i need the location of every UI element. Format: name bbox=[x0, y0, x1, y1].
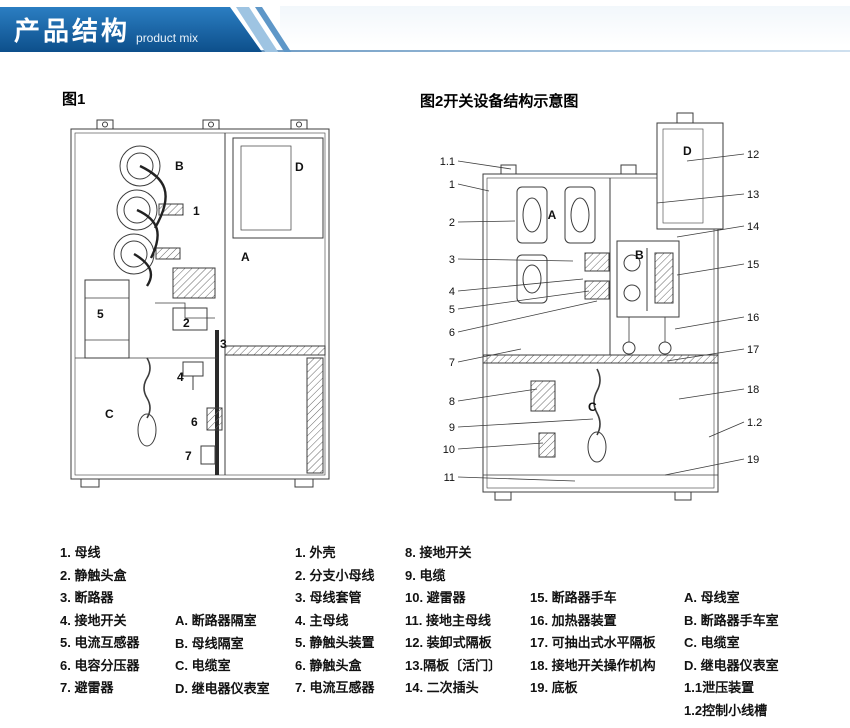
legend-item: 17. 可抽出式水平隔板 bbox=[530, 635, 656, 650]
legend-item: 1. 母线 bbox=[60, 545, 101, 560]
figure1-title: 图1 bbox=[62, 91, 86, 108]
fig2-callout-19: 19 bbox=[747, 454, 759, 466]
fig2-callout-3: 3 bbox=[449, 254, 455, 266]
fig2-callout-18: 18 bbox=[747, 384, 759, 396]
fig2-callout-16: 16 bbox=[747, 312, 759, 324]
legend-item: 7. 避雷器 bbox=[60, 680, 114, 695]
fig2-callout-4: 4 bbox=[449, 286, 455, 298]
legend-item: B. 母线隔室 bbox=[175, 635, 244, 651]
page-subtitle: product mix bbox=[136, 30, 199, 45]
legend-item: 4. 接地开关 bbox=[60, 612, 127, 628]
legend-item: 19. 底板 bbox=[530, 680, 578, 695]
fig1-label-B: B bbox=[175, 159, 184, 173]
fig2-callout-14: 14 bbox=[747, 221, 759, 233]
fig2-callout-1-2: 1.2 bbox=[747, 417, 762, 429]
fig1-label-6: 6 bbox=[191, 415, 198, 429]
fig2-callout-10: 10 bbox=[443, 444, 455, 456]
legend-item: 2. 分支小母线 bbox=[295, 567, 375, 583]
legend-item: 18. 接地开关操作机构 bbox=[530, 657, 656, 673]
header-banner: 产品结构 product mix bbox=[0, 7, 262, 52]
legend-item: 15. 断路器手车 bbox=[530, 590, 617, 605]
fig1-label-D: D bbox=[295, 160, 304, 174]
fig2-callout-1: 1 bbox=[449, 179, 455, 191]
legend-item: 11. 接地主母线 bbox=[405, 612, 491, 628]
legend-item: B. 断路器手车室 bbox=[684, 612, 779, 628]
legend-item: 10. 避雷器 bbox=[405, 590, 466, 605]
legend-column-fig2-8to14: 8. 接地开关 9. 电缆 10. 避雷器 11. 接地主母线 12. 装卸式隔… bbox=[405, 542, 501, 700]
legend-item: 16. 加热器装置 bbox=[530, 612, 617, 628]
fig2-callout-2: 2 bbox=[449, 217, 455, 229]
fig1-label-C: C bbox=[105, 407, 114, 421]
fig2-callout-12: 12 bbox=[747, 149, 759, 161]
legend-item: 1.1泄压装置 bbox=[684, 680, 755, 695]
fig1-label-7: 7 bbox=[185, 449, 192, 463]
legend-item: 2. 静触头盒 bbox=[60, 567, 127, 583]
legend-item: 4. 主母线 bbox=[295, 612, 349, 628]
fig2-callout-17: 17 bbox=[747, 344, 759, 356]
legend-item: 14. 二次插头 bbox=[405, 680, 479, 695]
fig2-callout-11: 11 bbox=[444, 472, 455, 484]
page-title: 产品结构 bbox=[14, 16, 131, 46]
figure2-diagram: 1.1 1 2 3 4 5 6 7 8 9 10 11 12 13 14 15 … bbox=[440, 112, 762, 501]
legend-item: D. 继电器仪表室 bbox=[684, 657, 779, 673]
legend-item: 13.隔板〔活门〕 bbox=[405, 657, 502, 673]
legend-column-fig2-letters: A. 母线室 B. 断路器手车室 C. 电缆室 D. 继电器仪表室 1.1泄压装… bbox=[684, 587, 779, 722]
legend-item: 6. 静触头盒 bbox=[295, 657, 362, 673]
legend-item: 8. 接地开关 bbox=[405, 545, 472, 560]
fig2-label-A: A bbox=[548, 208, 557, 222]
fig2-callout-9: 9 bbox=[449, 422, 455, 434]
legend-item: 5. 电流互感器 bbox=[60, 635, 140, 650]
legend-column-fig2-15to19: 15. 断路器手车 16. 加热器装置 17. 可抽出式水平隔板 18. 接地开… bbox=[530, 587, 656, 700]
fig2-callout-7: 7 bbox=[449, 357, 455, 369]
fig2-callout-8: 8 bbox=[449, 396, 455, 408]
legend-item: A. 母线室 bbox=[684, 590, 740, 605]
fig1-label-2: 2 bbox=[183, 316, 190, 330]
legend-item: C. 电缆室 bbox=[175, 658, 231, 673]
fig2-callout-6: 6 bbox=[449, 327, 455, 339]
fig2-callout-1-1: 1.1 bbox=[440, 156, 455, 168]
header-divider-line bbox=[258, 50, 850, 52]
fig2-callout-5: 5 bbox=[449, 304, 455, 316]
fig2-label-D: D bbox=[683, 144, 692, 158]
legend-item: D. 继电器仪表室 bbox=[175, 680, 270, 696]
fig2-callout-15: 15 bbox=[747, 259, 759, 271]
legend-item: 1.2控制小线槽 bbox=[684, 702, 768, 718]
legend-item: 1. 外壳 bbox=[295, 545, 336, 560]
legend-item: 3. 母线套管 bbox=[295, 590, 362, 605]
legend-item: 5. 静触头装置 bbox=[295, 635, 375, 650]
legend-item: 7. 电流互感器 bbox=[295, 680, 375, 695]
legend-item: 6. 电容分压器 bbox=[60, 657, 140, 673]
legend-item: 9. 电缆 bbox=[405, 567, 446, 583]
fig2-callout-13: 13 bbox=[747, 189, 759, 201]
fig2-label-C: C bbox=[588, 400, 597, 414]
figure1-diagram: B 1 D A 5 2 3 4 6 C 7 bbox=[70, 119, 330, 488]
legend-column-fig1-letters: A. 断路器隔室 B. 母线隔室 C. 电缆室 D. 继电器仪表室 bbox=[175, 610, 270, 700]
fig1-label-4: 4 bbox=[177, 370, 184, 384]
fig1-label-1: 1 bbox=[193, 204, 200, 218]
header-background-band bbox=[280, 6, 850, 50]
fig1-label-A: A bbox=[241, 250, 250, 264]
legend-item: A. 断路器隔室 bbox=[175, 613, 257, 628]
legend-item: 3. 断路器 bbox=[60, 590, 114, 605]
legend-item: 12. 装卸式隔板 bbox=[405, 635, 492, 650]
fig1-label-5: 5 bbox=[97, 307, 104, 321]
figure2-title: 图2开关设备结构示意图 bbox=[420, 93, 579, 110]
legend-column-fig1-numbers: 1. 母线 2. 静触头盒 3. 断路器 4. 接地开关 5. 电流互感器 6.… bbox=[60, 542, 139, 700]
legend-item: C. 电缆室 bbox=[684, 635, 740, 650]
fig1-label-3: 3 bbox=[220, 337, 227, 351]
fig2-label-B: B bbox=[635, 248, 644, 262]
legend-column-fig2-1to7: 1. 外壳 2. 分支小母线 3. 母线套管 4. 主母线 5. 静触头装置 6… bbox=[295, 542, 374, 700]
